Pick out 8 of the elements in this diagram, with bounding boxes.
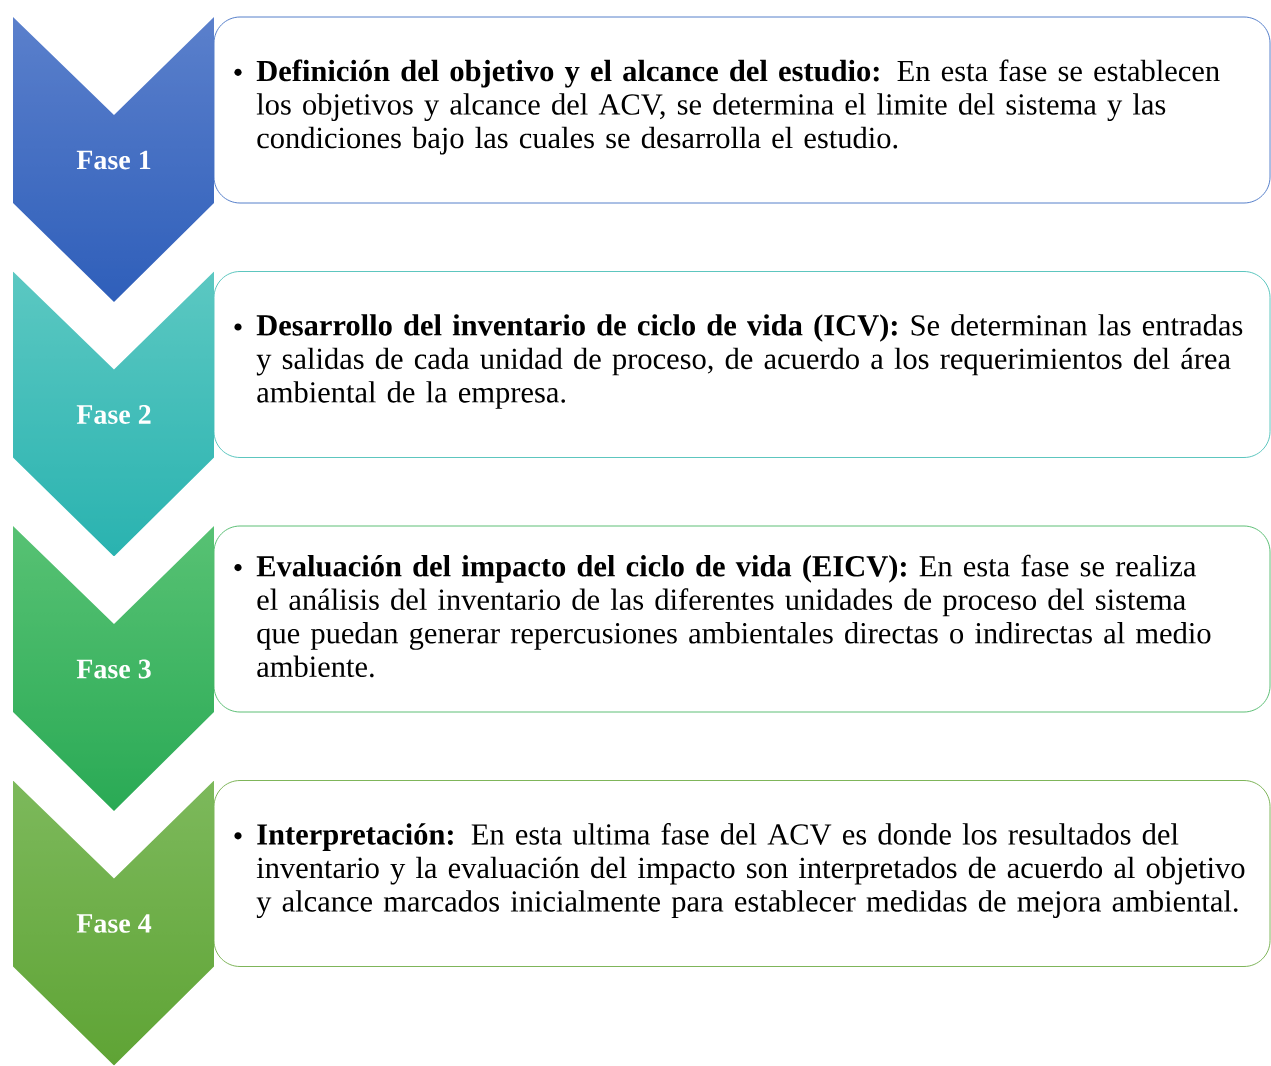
text-box: Definición del objetivo y el alcance del estudio: En esta fase se establecen los objetivos y alcance del ACV, se determina el limite del sistema y las condiciones bajo las cuales se desarrolla el estudio. [213,16,1271,204]
text-box: Interpretación: En esta ultima fase del ACV es donde los resultados del inventario y la evaluación del impacto son interpretados de acuerdo al objetivo y alcance marcados inicialmente para establecer medidas de mejora ambiental. [213,780,1271,967]
chevron: Fase 2 [76,405,151,424]
text-box: Desarrollo del inventario de ciclo de vida (ICV): Se determinan las entradas y salidas de cada unidad de proceso, de acuerdo a los requerimientos del área ambiental de la empresa. [213,271,1271,458]
chevron: Fase 3 [76,659,151,679]
text-box: Evaluación del impacto del ciclo de vida (EICV): En esta fase se realiza el análisis del inventario de las diferentes unidades de proceso del sistema que puedan generar repercusiones ambientales directas o indirectas al medio ambiente. [213,525,1271,713]
chevron: Fase 1 [76,150,151,170]
chevron: Fase 4 [76,914,152,933]
